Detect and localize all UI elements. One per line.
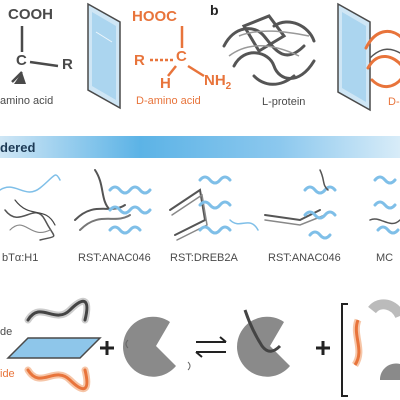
d-c-atom: C <box>176 48 187 65</box>
l-r-group: R <box>62 56 73 73</box>
nh2-label: NH2 <box>204 72 232 92</box>
structure-1 <box>0 174 61 241</box>
l-c-atom: C <box>16 52 27 69</box>
d-r-group: R <box>134 52 145 69</box>
d-protein-structure <box>364 29 400 88</box>
panel-b-letter: b <box>210 2 219 18</box>
banner-title: dered <box>0 140 36 155</box>
structure-label-3: RST:DREB2A <box>170 252 238 264</box>
hooc-label: HOOC <box>132 8 177 25</box>
bound-peptide <box>243 309 282 353</box>
d-protein-label: D- <box>388 96 400 108</box>
grey-peptide <box>24 297 91 324</box>
structure-5 <box>369 175 400 235</box>
plus-sign-2 <box>316 341 330 355</box>
structure-label-5: MC <box>376 252 394 264</box>
d-amino-label: D-amino acid <box>136 95 201 107</box>
mirror-plane-bottom <box>6 337 102 359</box>
receptor-shape-3 <box>379 363 400 380</box>
structure-2 <box>74 169 152 235</box>
d-h-atom: H <box>160 75 171 92</box>
orange-peptide <box>24 366 91 393</box>
receptor-shape-1 <box>123 316 176 377</box>
structure-label-4: RST:ANAC046 <box>268 252 341 264</box>
d-amino-bonds <box>150 26 205 78</box>
structure-4 <box>264 169 337 240</box>
l-protein-label: L-protein <box>262 96 306 108</box>
structure-label-1: bTα:H1 <box>2 252 39 264</box>
plus-sign-1 <box>100 341 114 355</box>
peptide-label-bottom: ide <box>0 368 15 380</box>
bracket-grey-shape <box>368 299 400 319</box>
cooh-label: COOH <box>8 6 53 23</box>
l-amino-label: amino acid <box>0 95 54 107</box>
bracket <box>341 303 348 397</box>
mirror-plane-b <box>337 2 371 112</box>
structures-row <box>0 169 400 241</box>
structure-label-2: RST:ANAC046 <box>78 252 151 264</box>
bracket-orange-peptide <box>353 319 361 366</box>
section-banner <box>0 136 400 158</box>
l-protein-structure <box>222 14 316 86</box>
peptide-label-top: de <box>0 326 13 338</box>
mirror-plane-a <box>87 2 121 110</box>
structure-3 <box>169 175 259 241</box>
equilibrium-arrows <box>195 336 227 358</box>
l-amino-bonds <box>11 26 59 84</box>
binding-scheme <box>6 297 400 397</box>
